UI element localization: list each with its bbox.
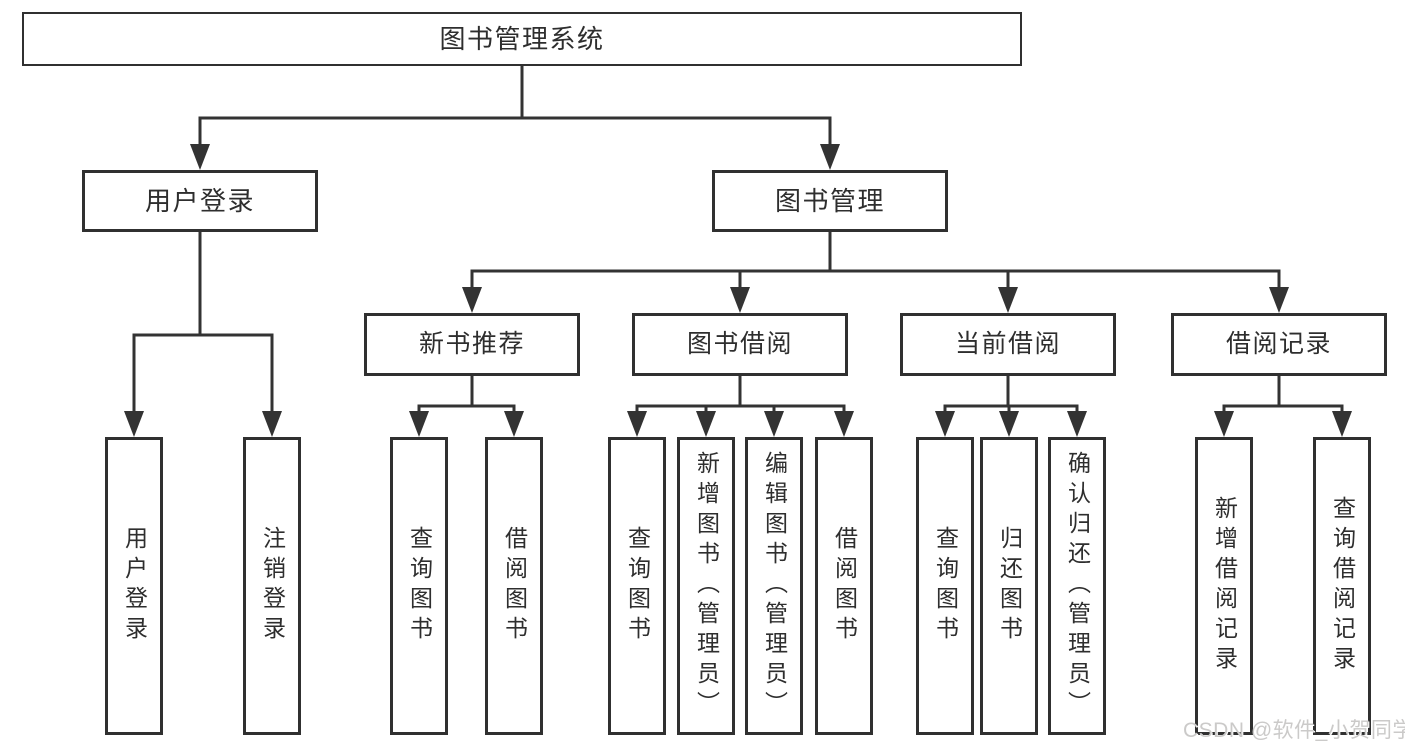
node-leaf-add-borrow-record: 新增借阅记录 bbox=[1195, 437, 1253, 735]
arrowhead-down-icon bbox=[627, 411, 647, 437]
arrowhead-down-icon bbox=[504, 411, 524, 437]
node-leaf-borrow-books-1: 借阅图书 bbox=[485, 437, 543, 735]
node-label: 注销登录 bbox=[259, 526, 286, 646]
node-label: 借阅记录 bbox=[1225, 330, 1332, 358]
arrowhead-down-icon bbox=[998, 287, 1018, 313]
connector-5 bbox=[935, 376, 1087, 437]
node-label: 图书借阅 bbox=[686, 330, 793, 358]
arrowhead-down-icon bbox=[1214, 411, 1234, 437]
node-leaf-query-books-2: 查询图书 bbox=[608, 437, 666, 735]
arrowhead-down-icon bbox=[462, 287, 482, 313]
node-label: 当前借阅 bbox=[954, 330, 1061, 358]
arrowhead-down-icon bbox=[190, 144, 210, 170]
node-leaf-return-books: 归还图书 bbox=[980, 437, 1038, 735]
node-current-borrowing: 当前借阅 bbox=[900, 313, 1116, 376]
node-leaf-edit-books-admin: 编辑图书（管理员） bbox=[745, 437, 803, 735]
node-label: 查询图书 bbox=[932, 526, 959, 646]
node-leaf-query-borrow-record: 查询借阅记录 bbox=[1313, 437, 1371, 735]
arrowhead-down-icon bbox=[696, 411, 716, 437]
node-label: 图书管理系统 bbox=[439, 24, 605, 54]
node-user-login: 用户登录 bbox=[82, 170, 318, 232]
node-leaf-add-books-admin: 新增图书（管理员） bbox=[677, 437, 735, 735]
connector-2 bbox=[462, 232, 1289, 313]
node-label: 用户登录 bbox=[121, 526, 148, 646]
node-label: 借阅图书 bbox=[501, 526, 528, 646]
node-book-borrowing: 图书借阅 bbox=[632, 313, 848, 376]
node-leaf-logout: 注销登录 bbox=[243, 437, 301, 735]
arrowhead-down-icon bbox=[409, 411, 429, 437]
connector-4 bbox=[627, 376, 854, 437]
node-label: 新增图书（管理员） bbox=[693, 451, 720, 721]
connector-6 bbox=[1214, 376, 1352, 437]
arrowhead-down-icon bbox=[262, 411, 282, 437]
node-leaf-confirm-return-admin: 确认归还（管理员） bbox=[1048, 437, 1106, 735]
node-leaf-user-login: 用户登录 bbox=[105, 437, 163, 735]
node-leaf-query-books-3: 查询图书 bbox=[916, 437, 974, 735]
arrowhead-down-icon bbox=[1332, 411, 1352, 437]
arrowhead-down-icon bbox=[999, 411, 1019, 437]
node-label: 编辑图书（管理员） bbox=[761, 451, 788, 721]
node-label: 图书管理 bbox=[774, 186, 885, 216]
arrowhead-down-icon bbox=[1269, 287, 1289, 313]
node-label: 查询借阅记录 bbox=[1329, 496, 1356, 676]
node-leaf-query-books-1: 查询图书 bbox=[390, 437, 448, 735]
node-new-book-recommendation: 新书推荐 bbox=[364, 313, 580, 376]
node-label: 新增借阅记录 bbox=[1211, 496, 1238, 676]
node-label: 用户登录 bbox=[144, 186, 255, 216]
node-borrowing-records: 借阅记录 bbox=[1171, 313, 1387, 376]
connector-1 bbox=[124, 232, 282, 437]
arrowhead-down-icon bbox=[1067, 411, 1087, 437]
node-label: 查询图书 bbox=[624, 526, 651, 646]
arrowhead-down-icon bbox=[764, 411, 784, 437]
node-leaf-borrow-books-2: 借阅图书 bbox=[815, 437, 873, 735]
watermark: CSDN @软件_小贺同学 bbox=[1183, 719, 1405, 742]
node-book-management: 图书管理 bbox=[712, 170, 948, 232]
arrowhead-down-icon bbox=[834, 411, 854, 437]
node-label: 确认归还（管理员） bbox=[1064, 451, 1091, 721]
node-library-management-system: 图书管理系统 bbox=[22, 12, 1022, 66]
node-label: 归还图书 bbox=[996, 526, 1023, 646]
node-label: 借阅图书 bbox=[831, 526, 858, 646]
arrowhead-down-icon bbox=[124, 411, 144, 437]
node-label: 查询图书 bbox=[406, 526, 433, 646]
connector-3 bbox=[409, 376, 524, 437]
node-label: 新书推荐 bbox=[418, 330, 525, 358]
arrowhead-down-icon bbox=[730, 287, 750, 313]
arrowhead-down-icon bbox=[820, 144, 840, 170]
arrowhead-down-icon bbox=[935, 411, 955, 437]
connector-0 bbox=[190, 66, 840, 170]
